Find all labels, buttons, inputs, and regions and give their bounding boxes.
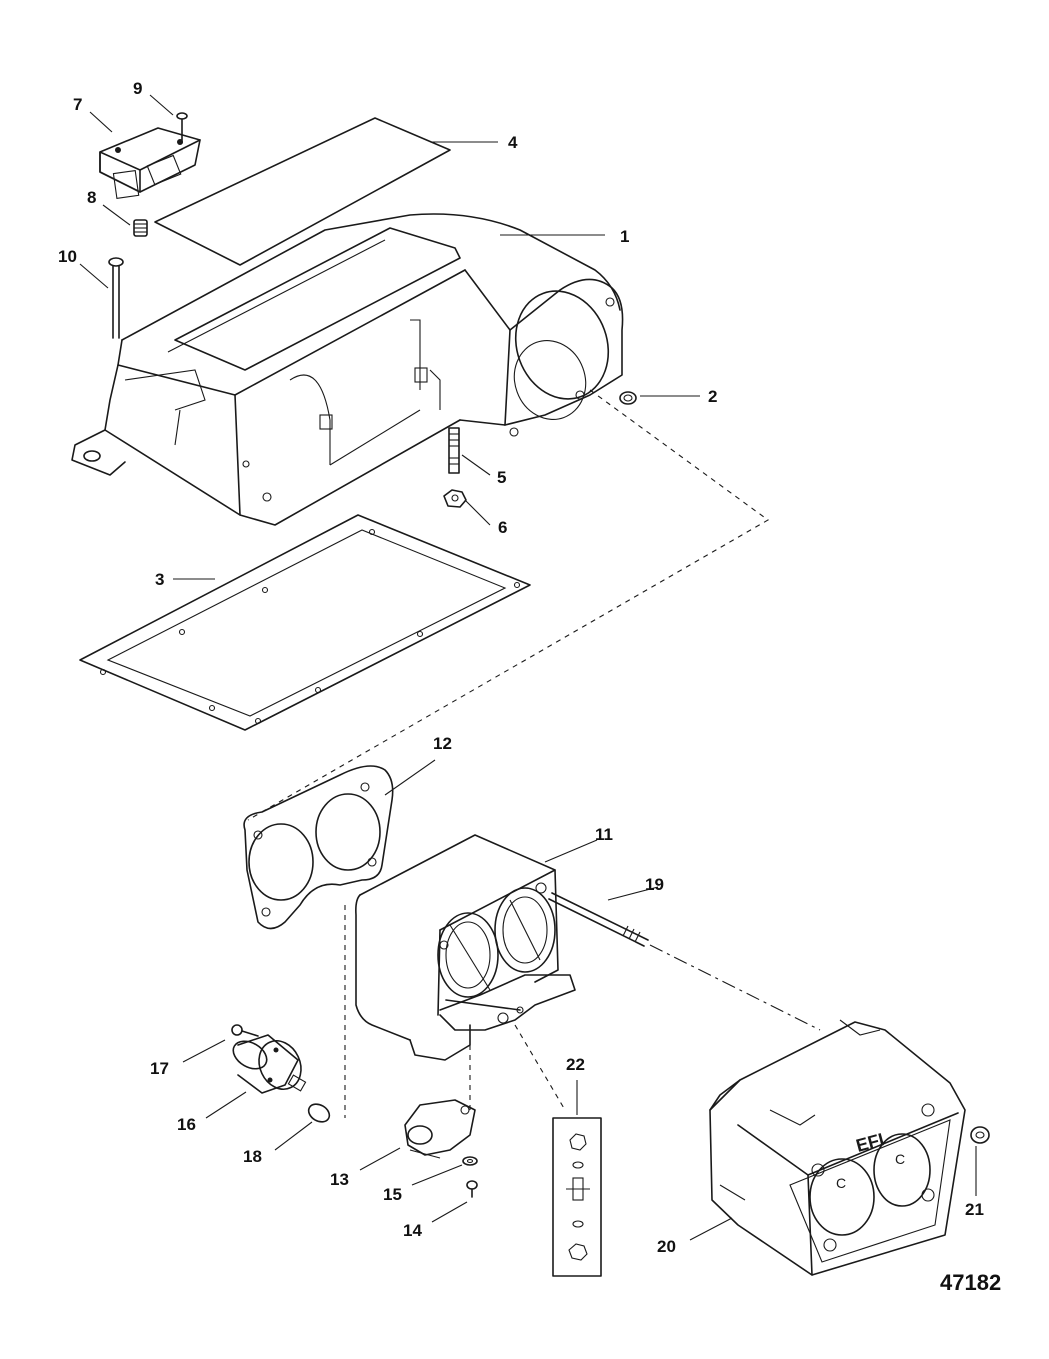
stud [448,427,460,474]
arrestor-nut [970,1126,990,1144]
callout-20: 20 [657,1237,676,1256]
callout-11: 11 [595,825,613,844]
callout-18: 18 [243,1147,262,1166]
callout-19: 19 [645,875,664,894]
cover-plate [154,117,451,266]
throttle-body [355,834,576,1061]
callout-6: 6 [498,518,507,537]
flame-arrestor: EFI C C [709,1019,966,1276]
plenum-gasket [79,514,531,731]
port-letter-left: C [836,1175,846,1191]
iac-o-ring [307,1103,331,1123]
hardware-kit [552,1117,602,1277]
figure-number: 47182 [940,1270,1001,1295]
callout-8: 8 [87,188,96,207]
callout-7: 7 [73,95,82,114]
tps-screw [466,1180,478,1198]
callout-14: 14 [403,1221,422,1240]
callout-5: 5 [497,468,506,487]
pipe-plug [619,391,637,405]
callout-10: 10 [58,247,77,266]
callout-22: 22 [566,1055,585,1074]
small-screw [176,112,188,144]
throttle-body-bolt [548,892,649,947]
long-bolt [108,257,124,339]
callout-15: 15 [383,1185,402,1204]
hex-nut [443,489,467,508]
plenum-housing [71,213,624,526]
callout-3: 3 [155,570,164,589]
callout-21: 21 [965,1200,984,1219]
idle-air-control-valve [232,1034,307,1094]
callout-17: 17 [150,1059,169,1078]
throttle-position-sensor [404,1099,476,1159]
washer [462,1156,478,1166]
callout-9: 9 [133,79,142,98]
callout-13: 13 [330,1170,349,1189]
callout-2: 2 [708,387,717,406]
callout-numbers: 1 2 3 4 5 6 7 8 9 10 11 12 13 14 15 16 1… [58,79,984,1256]
efi-label: EFI [854,1129,886,1156]
callout-12: 12 [433,734,452,753]
callout-16: 16 [177,1115,196,1134]
leader-lines [79,94,977,1241]
flange-gasket [243,765,394,930]
callout-4: 4 [508,133,518,152]
port-letter-right: C [895,1151,905,1167]
callout-1: 1 [620,227,629,246]
module-bracket [99,127,201,200]
iac-screw [231,1024,259,1037]
threaded-fitting [133,219,148,237]
